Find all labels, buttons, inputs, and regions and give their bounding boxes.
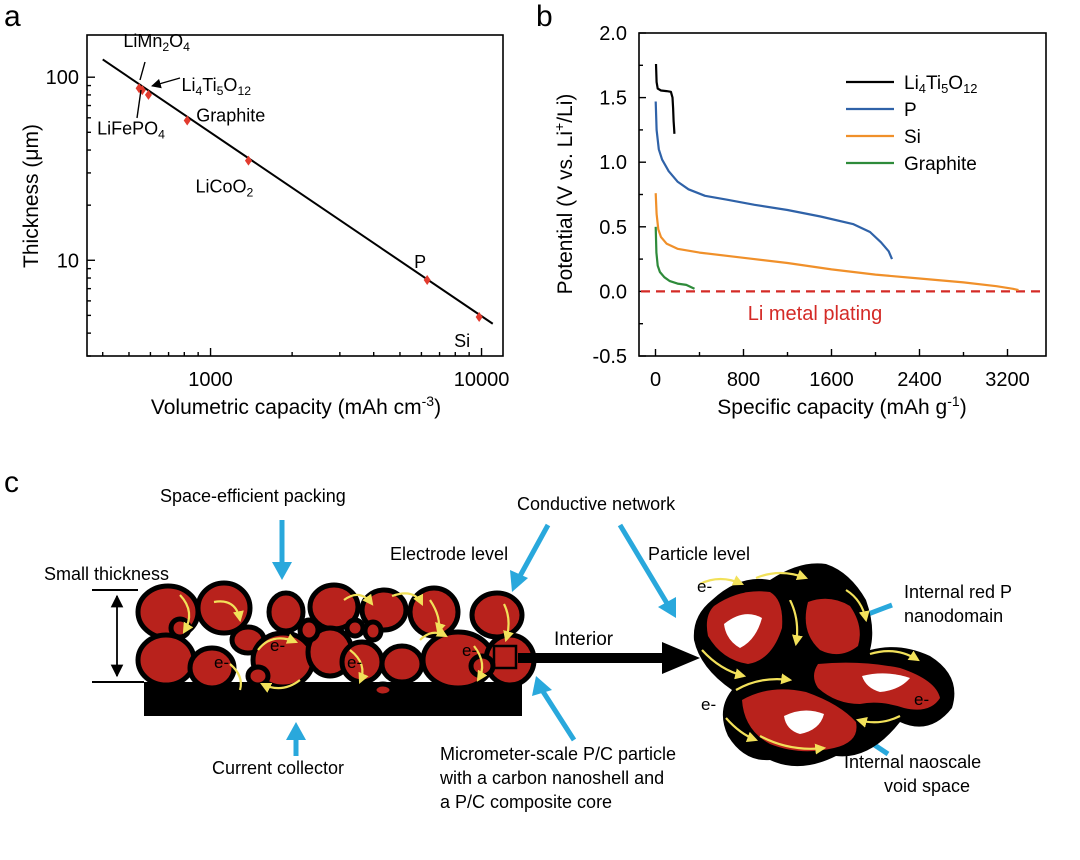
particle-electron-paths: [699, 569, 920, 755]
particle-level-label: Particle level: [648, 544, 750, 564]
chart-b-series: [654, 63, 1019, 292]
electron-label: e-: [462, 641, 477, 660]
chart-b-ytick-label: 2.0: [599, 23, 627, 45]
chart-b: 0 800 1600 2400 3200 -0.5 0.0 0.5 1.0 1.…: [551, 23, 1047, 419]
electron-label: e-: [697, 577, 712, 596]
electrode-particles: [135, 580, 537, 699]
chart-a-y-axis-title: Thickness (μm): [20, 124, 43, 268]
electron-label: e-: [214, 653, 229, 672]
chart-a-point-label: LiMn2O4: [123, 31, 190, 54]
interior-label: Interior: [554, 629, 614, 650]
conductive-network-label: Conductive network: [517, 494, 676, 514]
chart-b-tick-labels: 0 800 1600 2400 3200 -0.5 0.0 0.5 1.0 1.…: [593, 23, 1030, 391]
chart-b-x-axis-title: Specific capacity (mAh g-1): [717, 393, 966, 419]
void-space: [784, 710, 824, 734]
panel-label-b: b: [536, 0, 553, 33]
particle-cross-section: [693, 563, 955, 767]
chart-a-ytick-label: 100: [46, 67, 79, 89]
chart-b-legend-label: Si: [904, 127, 921, 148]
electron-label: e-: [785, 585, 800, 604]
electron-label: e-: [270, 636, 285, 655]
chart-b-ytick-label: 0.0: [599, 281, 627, 303]
chart-b-xtick-label: 3200: [985, 369, 1030, 391]
chart-a-ytick-label: 10: [57, 250, 79, 272]
chart-b-series-line: [654, 101, 894, 260]
chart-b-legend-label: Graphite: [904, 154, 977, 175]
chart-a-point: [244, 155, 252, 166]
chart-a-points: [135, 83, 483, 322]
chart-a-point: [423, 275, 431, 286]
void-space: [862, 673, 910, 692]
chart-b-series-line: [654, 63, 676, 134]
chart-a-x-axis-title: Volumetric capacity (mAh cm-3): [151, 393, 441, 419]
chart-b-ytick-label: 1.0: [599, 152, 627, 174]
chart-a-leader-line: [151, 77, 181, 89]
chart-a-point-label: Graphite: [196, 106, 265, 126]
chart-a-xtick-label: 1000: [188, 369, 233, 391]
chart-a-point-label: P: [414, 252, 426, 272]
chart-b-ytick-label: -0.5: [593, 346, 627, 368]
chart-b-legend-label: P: [904, 100, 917, 121]
chart-b-xtick-label: 0: [650, 369, 661, 391]
chart-b-y-axis-title: Potential (V vs. Li+/Li): [551, 94, 577, 295]
chart-a-point-label: Si: [454, 331, 470, 351]
electron-label: e-: [347, 653, 362, 672]
chart-b-series-line: [654, 193, 1019, 292]
chart-a-leader-line: [136, 89, 142, 119]
electrode-level-label: Electrode level: [390, 544, 508, 564]
interior-arrow-head: [662, 642, 700, 674]
chart-a-point-label: LiFePO4: [97, 118, 165, 141]
diagram-c: Interior Small thickness: [44, 486, 1012, 812]
chart-b-legend-label: Li4Ti5O12: [904, 73, 977, 96]
chart-a-point: [183, 115, 191, 126]
chart-a-ticks: [87, 76, 483, 357]
chart-a-point: [144, 89, 152, 100]
current-collector-label: Current collector: [212, 758, 344, 778]
electron-labels: e- e- e- e- e- e- e- e- e-: [214, 577, 929, 714]
interior-marker-square: [492, 644, 518, 670]
chart-a-point: [475, 311, 483, 322]
electron-label: e-: [914, 690, 929, 709]
chart-a-xtick-label: 10000: [454, 369, 510, 391]
electron-label: e-: [798, 673, 813, 692]
chart-a-point-label: LiCoO2: [195, 177, 253, 200]
panel-label-a: a: [4, 0, 21, 33]
electrode-electron-paths: [179, 592, 514, 693]
panel-label-c: c: [4, 466, 19, 499]
chart-a-fit-line: [102, 58, 494, 325]
chart-b-series-line: [654, 226, 695, 290]
chart-b-xtick-label: 1600: [809, 369, 854, 391]
chart-a-tick-labels: 1000 10000 10 100: [46, 67, 510, 391]
chart-b-ytick-label: 1.5: [599, 88, 627, 110]
small-thickness-label: Small thickness: [44, 564, 169, 584]
chart-a-point-label: Li4Ti5O12: [181, 75, 251, 98]
chart-b-xtick-label: 2400: [897, 369, 942, 391]
chart-a-frame: [86, 34, 504, 357]
chart-b-ytick-label: 0.5: [599, 217, 627, 239]
space-efficient-label: Space-efficient packing: [160, 486, 346, 506]
chart-b-plating-label: Li metal plating: [748, 303, 883, 325]
chart-b-xtick-label: 800: [727, 369, 760, 391]
nanodomain: [805, 598, 860, 655]
electron-label: e-: [701, 695, 716, 714]
chart-a-leader-line: [139, 61, 146, 81]
void-space: [724, 614, 762, 648]
